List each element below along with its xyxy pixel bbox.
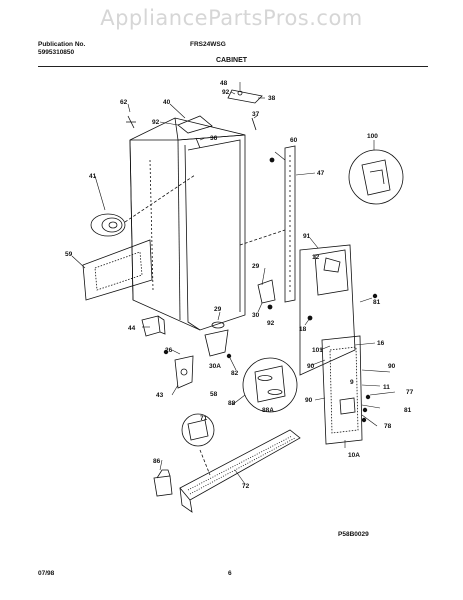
callout-47: 47 <box>317 170 325 177</box>
callout-82: 82 <box>231 370 239 377</box>
callout-40: 40 <box>163 99 171 106</box>
watermark-text: AppliancePartsPros.com <box>100 6 363 30</box>
top-hinge-assembly <box>126 89 263 149</box>
callout-78: 78 <box>384 423 392 430</box>
corner-bracket <box>141 315 166 337</box>
callout-100: 100 <box>367 133 378 140</box>
callout-72: 72 <box>242 483 250 490</box>
callout-41: 41 <box>89 173 97 180</box>
callout-12: 12 <box>312 254 320 261</box>
grommet-plug <box>90 174 196 237</box>
lower-hinge-bracket <box>174 279 276 389</box>
machine-compartment-cover <box>321 335 363 445</box>
callout-92: 92 <box>222 89 230 96</box>
callout-18: 18 <box>299 326 307 333</box>
callout-91: 91 <box>303 233 311 240</box>
callout-29: 29 <box>214 306 222 313</box>
detail-circle-88 <box>242 357 298 413</box>
callout-11: 11 <box>383 384 390 391</box>
callout-92: 92 <box>267 320 275 327</box>
callout-37: 37 <box>252 111 260 118</box>
callout-labels: 48 92 38 62 40 37 92 36 60 100 41 47 91 … <box>65 80 414 490</box>
model-number: FRS24WSG <box>190 41 226 48</box>
callout-48: 48 <box>220 80 228 87</box>
callout-101: 101 <box>312 347 323 354</box>
callout-30: 30 <box>252 312 260 319</box>
toe-grille <box>179 429 301 513</box>
callout-16: 16 <box>377 340 385 347</box>
section-title: CABINET <box>215 57 248 64</box>
figure-code: P58B0029 <box>338 531 369 538</box>
callout-44: 44 <box>128 325 136 332</box>
left-access-panel <box>82 239 153 301</box>
leader-lines <box>71 82 396 485</box>
detail-circle-71 <box>181 413 215 447</box>
grille-clip <box>153 469 173 497</box>
publication-date: 07/98 <box>38 570 55 577</box>
callout-43: 43 <box>156 392 164 399</box>
callout-38: 38 <box>268 95 276 102</box>
header-rule <box>38 66 428 67</box>
callout-71: 71 <box>200 415 208 422</box>
rear-panel <box>299 244 356 376</box>
cabinet-shell <box>129 117 246 331</box>
callout-30a: 30A <box>209 363 221 370</box>
callout-26: 26 <box>165 347 173 354</box>
callout-92: 92 <box>152 119 160 126</box>
callout-10a: 10A <box>348 452 360 459</box>
callout-60: 60 <box>290 137 298 144</box>
screws <box>163 157 378 423</box>
callout-88a: 88A <box>262 407 274 414</box>
door-channel <box>239 145 296 303</box>
callout-58: 58 <box>210 391 218 398</box>
detail-circle-100 <box>348 149 404 205</box>
callout-81: 81 <box>404 407 412 414</box>
callout-90: 90 <box>388 363 396 370</box>
publication-label: Publication No. <box>38 41 86 48</box>
callout-62: 62 <box>120 99 128 106</box>
callout-36: 36 <box>210 135 218 142</box>
callout-9: 9 <box>350 379 354 386</box>
callout-90: 90 <box>307 363 315 370</box>
publication-number: 5995310850 <box>38 49 75 56</box>
callout-77: 77 <box>406 389 414 396</box>
page-number: 6 <box>228 570 232 577</box>
callout-86: 86 <box>153 458 161 465</box>
callout-81: 81 <box>373 299 381 306</box>
callout-90: 90 <box>305 397 313 404</box>
callout-59: 59 <box>65 251 73 258</box>
callout-29: 29 <box>252 263 260 270</box>
callout-88: 88 <box>228 400 236 407</box>
